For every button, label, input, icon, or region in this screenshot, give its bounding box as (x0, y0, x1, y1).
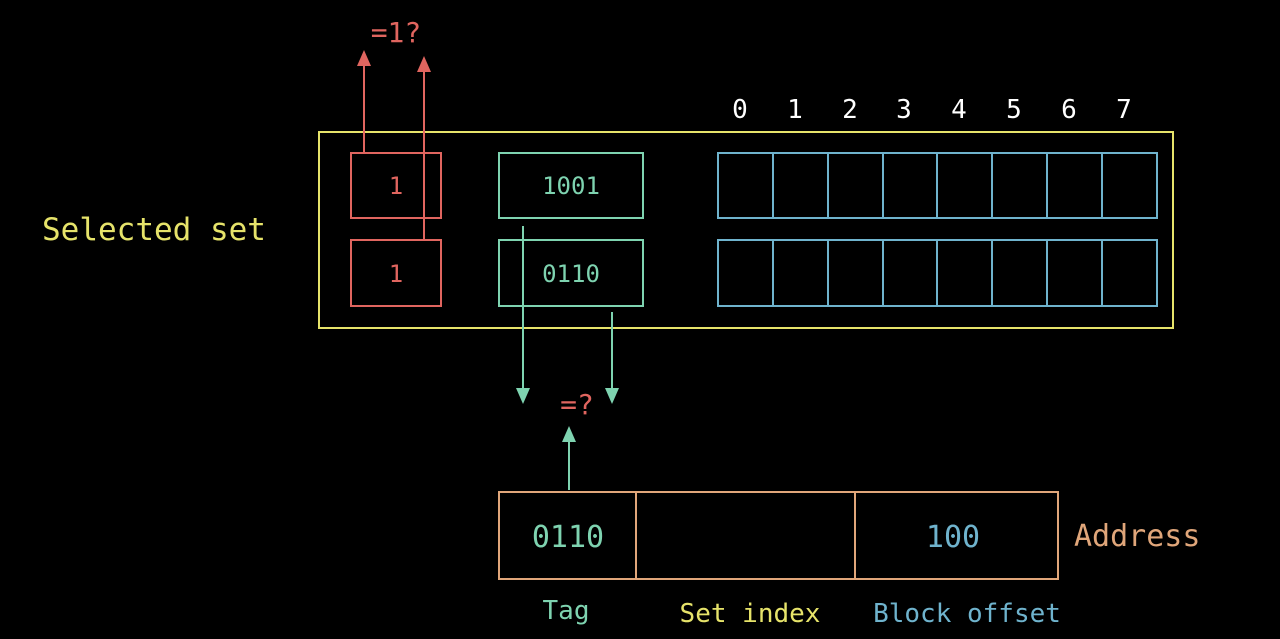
data-cell (991, 152, 1048, 219)
data-cell (827, 239, 884, 307)
arrow-head-down-icon (516, 388, 530, 404)
block-offset-field-label: Block offset (873, 599, 1061, 629)
tag-box (498, 239, 644, 307)
data-cell (1046, 152, 1103, 219)
offset-index: 5 (1006, 95, 1022, 125)
offset-indices: 0 1 2 3 4 5 6 7 (732, 95, 1132, 125)
valid-check-label: =1? (371, 16, 422, 49)
data-block (717, 239, 1158, 307)
data-cell (936, 152, 993, 219)
address-tag-value: 0110 (532, 520, 604, 555)
address-outline (498, 491, 1059, 580)
data-cell (1101, 239, 1158, 307)
offset-index: 7 (1116, 95, 1132, 125)
data-cell (882, 239, 938, 307)
tag-value: 1001 (542, 172, 600, 200)
data-cell (1046, 239, 1103, 307)
arrow-head-up-icon (417, 56, 431, 72)
offset-index: 4 (951, 95, 967, 125)
address-block-offset-value: 100 (926, 520, 980, 555)
selected-set-box (318, 131, 1174, 329)
arrow-head-up-icon (357, 50, 371, 66)
offset-index: 1 (787, 95, 803, 125)
data-cell (772, 239, 829, 307)
set-index-field-label: Set index (680, 599, 821, 629)
cache-line-2: 1 0110 (350, 239, 1158, 307)
data-cell (1101, 152, 1158, 219)
address-label: Address (1074, 519, 1200, 554)
offset-index: 2 (842, 95, 858, 125)
data-cell (717, 239, 774, 307)
data-cell (936, 239, 993, 307)
data-cell (991, 239, 1048, 307)
data-cell (772, 152, 829, 219)
valid-bit-value: 1 (389, 260, 403, 288)
data-cell (827, 152, 884, 219)
valid-bit-value: 1 (389, 172, 403, 200)
cache-line-1: 1 1001 (350, 152, 1158, 219)
valid-bit-box (350, 239, 442, 307)
data-cell (882, 152, 938, 219)
offset-index: 0 (732, 95, 748, 125)
data-block (717, 152, 1158, 219)
tag-box (498, 152, 644, 219)
data-cell (717, 152, 774, 219)
address-box: 0110 100 (498, 491, 1059, 580)
selected-set-label: Selected set (42, 212, 266, 248)
valid-bit-box (350, 152, 442, 219)
tag-compare-arrows (516, 226, 619, 490)
tag-value: 0110 (542, 260, 600, 288)
tag-check-label: =? (560, 388, 594, 421)
offset-index: 3 (896, 95, 912, 125)
arrow-head-up-icon (562, 426, 576, 442)
tag-field-label: Tag (543, 596, 590, 626)
offset-index: 6 (1061, 95, 1077, 125)
valid-check-arrows (357, 50, 431, 240)
arrow-head-down-icon (605, 388, 619, 404)
